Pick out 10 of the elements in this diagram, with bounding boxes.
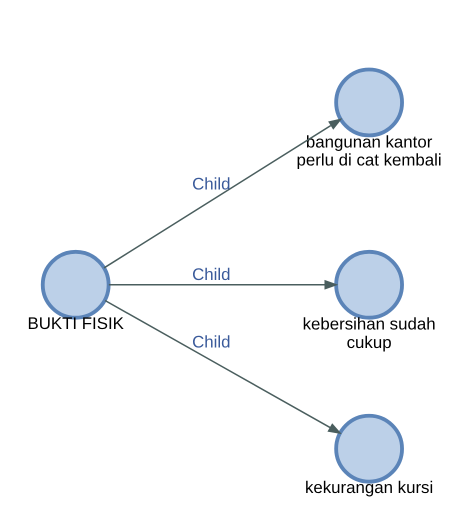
- arrow: [104, 118, 342, 269]
- node-label: kebersihan sudah cukup: [302, 314, 436, 352]
- edge-label: Child: [192, 174, 230, 194]
- node-label: bangunan kantor perlu di cat kembali: [296, 132, 442, 170]
- arrow: [104, 300, 342, 434]
- edge-label: Child: [192, 332, 230, 352]
- node-label: BUKTI FISIK: [27, 314, 124, 333]
- edge-label: Child: [192, 264, 230, 284]
- node-label: kekurangan kursi: [304, 478, 434, 497]
- arrow: [108, 280, 338, 290]
